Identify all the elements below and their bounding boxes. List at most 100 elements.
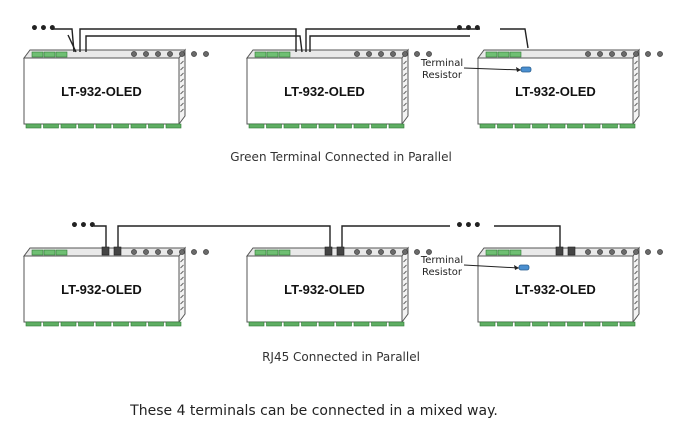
- bottom-terminal: [532, 123, 548, 129]
- green-terminal: [509, 249, 522, 256]
- terminal-resistor: [520, 66, 532, 73]
- output-terminal-screw: [390, 249, 396, 255]
- vent-slot: [634, 306, 638, 311]
- output-terminal-screw: [597, 249, 603, 255]
- output-terminal-screw: [414, 249, 420, 255]
- output-terminal-screw: [203, 249, 209, 255]
- rj45-port: [113, 246, 122, 256]
- output-terminal-screw: [131, 51, 137, 57]
- vent-slot: [634, 276, 638, 281]
- vent-slot: [180, 108, 184, 113]
- terminal-resistor-label-line1: Terminal: [420, 58, 463, 69]
- output-terminal-screw: [378, 249, 384, 255]
- output-terminal-screw: [633, 51, 639, 57]
- output-terminal-screw: [402, 249, 408, 255]
- vent-slot: [403, 258, 407, 263]
- device-body: [246, 255, 403, 323]
- bottom-terminal: [353, 123, 370, 129]
- bottom-terminal: [43, 321, 59, 327]
- controller-device: LT-932-OLED: [477, 48, 663, 129]
- output-terminal-screw: [143, 51, 149, 57]
- output-terminal-screw: [645, 249, 651, 255]
- vent-slot: [180, 78, 184, 83]
- pointer-arrowhead: [514, 265, 519, 270]
- output-terminal-screw: [191, 249, 197, 255]
- vent-slot: [634, 78, 638, 83]
- bottom-terminal: [584, 321, 601, 327]
- controller-device: LT-932-OLED: [246, 48, 432, 129]
- output-terminal-screw: [366, 249, 372, 255]
- vent-slot: [180, 282, 184, 287]
- bottom-terminal: [148, 321, 164, 327]
- footer-note: These 4 terminals can be connected in a …: [130, 403, 498, 419]
- bus-wire: [67, 34, 77, 53]
- green-terminal: [485, 51, 498, 58]
- output-terminal-screw: [657, 249, 663, 255]
- section-caption-green-terminal: Green Terminal Connected in Parallel: [230, 150, 452, 164]
- vent-slot: [180, 270, 184, 275]
- output-terminal-screw: [645, 51, 651, 57]
- bottom-terminal: [318, 321, 335, 327]
- bottom-terminal: [388, 321, 405, 327]
- vent-slot: [634, 270, 638, 275]
- output-terminal-screw: [155, 249, 161, 255]
- vent-slot: [634, 72, 638, 77]
- device-label: LT-932-OLED: [515, 84, 596, 99]
- bottom-terminal: [266, 123, 282, 129]
- bus-wire: [85, 35, 303, 53]
- continuation-dots: •••: [455, 218, 482, 234]
- controller-device: LT-932-OLED: [23, 48, 209, 129]
- bottom-terminal: [388, 123, 405, 129]
- terminal-resistor: [518, 264, 530, 271]
- green-terminal: [43, 249, 56, 256]
- device-label: LT-932-OLED: [515, 282, 596, 297]
- bottom-terminal: [248, 123, 265, 129]
- vent-slot: [403, 102, 407, 107]
- output-terminal-screw: [167, 51, 173, 57]
- green-terminal: [254, 249, 267, 256]
- output-terminal-screw: [366, 51, 372, 57]
- output-terminal-screw: [191, 51, 197, 57]
- green-terminal: [497, 249, 510, 256]
- rj45-port: [101, 246, 110, 256]
- rj45-port: [336, 246, 345, 256]
- bottom-terminal: [371, 123, 387, 129]
- bottom-terminal: [78, 123, 94, 129]
- controller-device: LT-932-OLED: [246, 246, 432, 327]
- device-label: LT-932-OLED: [284, 282, 365, 297]
- vent-slot: [180, 96, 184, 101]
- bottom-terminal: [619, 123, 636, 129]
- bottom-terminal: [353, 321, 370, 327]
- vent-slot: [180, 294, 184, 299]
- terminal-resistor-label-line1: Terminal: [420, 255, 463, 266]
- vent-slot: [634, 96, 638, 101]
- vent-slot: [403, 288, 407, 293]
- output-terminal-screw: [414, 51, 420, 57]
- output-terminal-screw: [167, 249, 173, 255]
- continuation-dots: •••: [70, 218, 97, 234]
- bottom-terminal: [567, 123, 583, 129]
- vent-slot: [403, 264, 407, 269]
- pointer-line: [463, 67, 522, 71]
- bottom-terminal: [602, 321, 618, 327]
- output-terminal-screw: [621, 249, 627, 255]
- output-terminal-screw: [143, 249, 149, 255]
- device-label: LT-932-OLED: [284, 84, 365, 99]
- vent-slot: [403, 300, 407, 305]
- device-label: LT-932-OLED: [61, 84, 142, 99]
- green-terminal: [485, 249, 498, 256]
- bottom-terminal: [479, 123, 496, 129]
- green-terminal: [31, 249, 44, 256]
- device-body: [246, 57, 403, 125]
- vent-slot: [403, 306, 407, 311]
- bottom-terminal: [165, 321, 182, 327]
- section-caption-rj45: RJ45 Connected in Parallel: [262, 350, 420, 364]
- output-terminal-screw: [354, 249, 360, 255]
- output-terminal-screw: [609, 51, 615, 57]
- vent-slot: [403, 108, 407, 113]
- bottom-terminal: [130, 123, 147, 129]
- cable: [341, 225, 450, 247]
- vent-slot: [403, 96, 407, 101]
- output-terminal-screw: [402, 51, 408, 57]
